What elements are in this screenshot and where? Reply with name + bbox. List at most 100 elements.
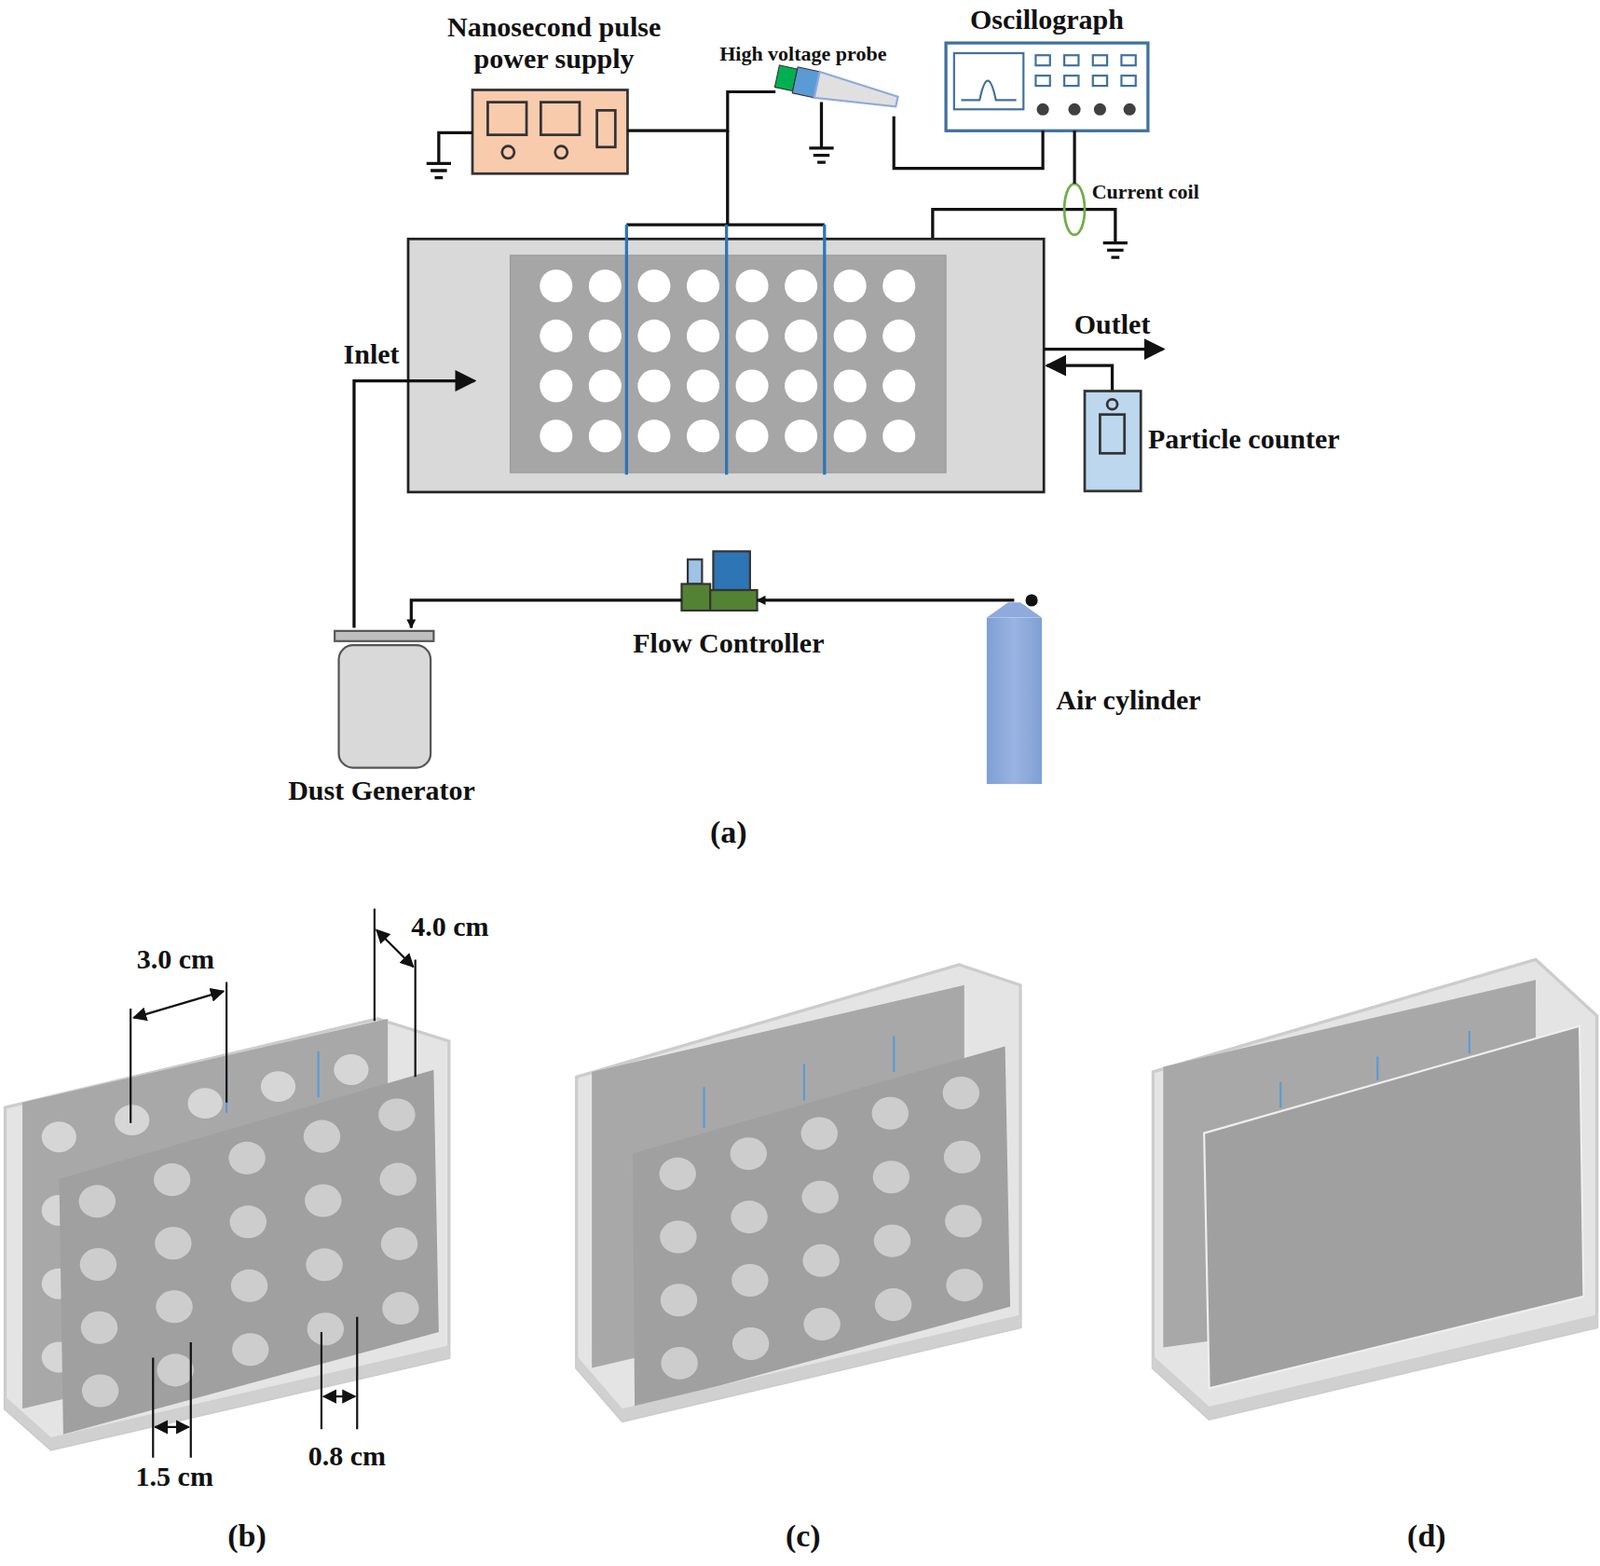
drawing-part [1084,391,1141,492]
hole [79,1184,116,1218]
hole [637,269,671,302]
drawing-part [1035,54,1050,66]
hole [943,1140,981,1174]
drawing-part [334,630,434,642]
particle-counter [1084,391,1141,492]
node-label: Current coil [1092,179,1200,204]
drawing-part [130,908,416,1458]
hole [873,1160,910,1193]
drawing-part [1152,1314,1597,1420]
hole [333,1053,369,1085]
hole [802,1244,839,1277]
power-supply [472,89,628,174]
hole [736,419,769,452]
hole [588,369,622,403]
hole [660,1283,698,1316]
panel-label: (d) [1407,1517,1447,1554]
hole [834,319,867,353]
dimension: 4.0 cm [410,910,489,944]
drawing-part [472,89,628,174]
hole [378,1097,415,1131]
hole [686,419,720,452]
drawing-part [945,42,1149,131]
drawing-part [1152,958,1597,1419]
hole [637,369,671,403]
drawing-part [502,146,515,159]
drawing-part [1064,75,1079,86]
node-label: Oscillograph [970,3,1124,37]
drawing-part [323,1394,356,1397]
drawing-part [710,589,757,611]
hole [730,1200,767,1233]
drawing-part [354,381,475,629]
hole [686,369,720,403]
wire-connector [410,600,682,629]
hole [380,1162,417,1196]
hole [382,1291,419,1325]
hole [155,1289,192,1323]
drawing-part [986,617,1042,784]
air-cylinder [986,593,1042,784]
panel-d [1152,958,1597,1419]
drawing-part [576,1314,1021,1422]
drawing-part [712,550,750,590]
hole [736,269,769,302]
hole [803,1307,840,1341]
drawing-part [1067,103,1081,116]
node-label: Flow Controller [632,627,824,660]
panel-label: (b) [227,1517,267,1554]
drawing-part [1123,103,1136,116]
hole [230,1204,267,1238]
drawing-part [133,990,223,1017]
hole [882,319,916,353]
drawing-part [4,1344,449,1450]
flow-controller [681,550,757,611]
hole [801,1116,838,1149]
hole [875,1287,912,1321]
hole [303,1120,341,1153]
drawing-part [555,146,568,159]
drawing-part [632,1046,1011,1409]
wire-connector [757,598,1015,602]
hole [834,369,867,403]
drawing-part [954,53,1024,110]
drawing-part [339,644,432,767]
reactor [408,224,1044,493]
probe-box: High voltage probe [775,67,901,117]
hole [187,1087,222,1119]
dimension: 3.0 cm [136,943,215,976]
drawing-part [376,929,413,967]
probe [774,63,900,115]
drawing-part [1094,103,1107,116]
hole [588,319,622,353]
hole [588,269,622,302]
hole [81,1311,118,1344]
hole [736,319,769,353]
hole [80,1247,117,1281]
hole [732,1326,769,1360]
hole [882,419,916,452]
drawing-part [597,109,616,147]
drawing-part [814,71,901,115]
hole [637,419,671,452]
drawing-part [1107,398,1118,410]
hole [736,369,769,403]
panel-label: (a) [710,813,748,850]
drawing-part [808,102,834,164]
hole [882,269,916,302]
hole [539,369,573,403]
node-label: Particle counter [1148,423,1341,456]
hole [945,1268,983,1301]
hole [686,269,720,302]
hole [801,1180,838,1214]
hole [114,1104,150,1136]
oscillograph-box: Oscillograph [945,42,1149,131]
drawing-part [426,132,473,178]
hole [305,1247,342,1281]
hole [539,419,573,452]
oscillograph [945,42,1149,131]
hole [944,1203,982,1237]
hole [82,1373,119,1407]
hole [943,1076,980,1109]
